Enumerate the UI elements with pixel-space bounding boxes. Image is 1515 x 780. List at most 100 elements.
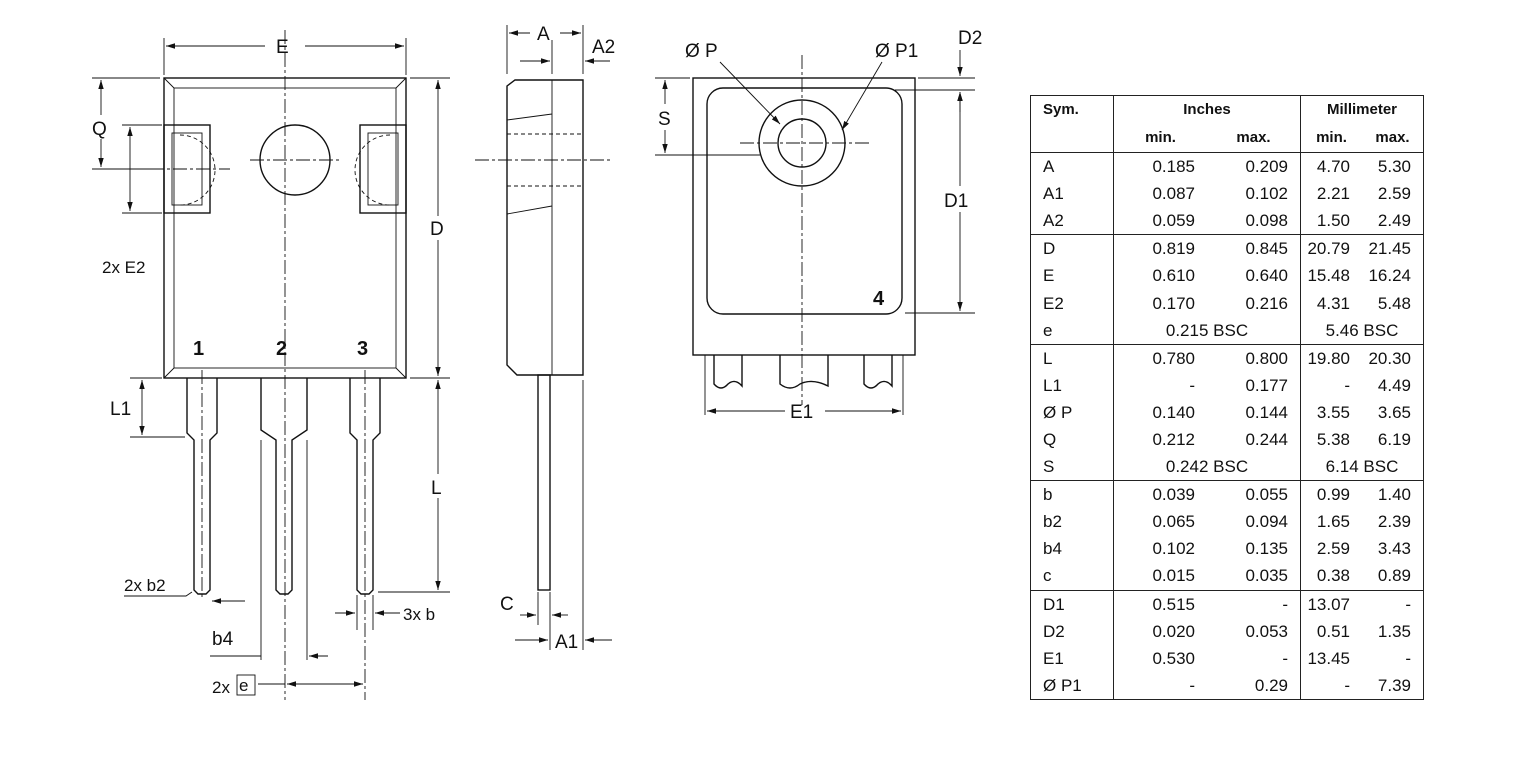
sym-cell: D bbox=[1030, 234, 1114, 263]
mm-max-cell: 5.48 bbox=[1377, 293, 1411, 313]
mm-max-cell: 0.89 bbox=[1377, 566, 1411, 586]
in-min-cell: 0.780 bbox=[1113, 343, 1207, 372]
header-mm-min: min. bbox=[1316, 129, 1347, 146]
in-min-cell: 0.087 bbox=[1152, 184, 1195, 204]
mm-min-cell: 4.70 bbox=[1300, 152, 1362, 181]
mm-min-cell: 2.59 bbox=[1316, 539, 1350, 559]
pin-2-label: 2 bbox=[276, 338, 287, 360]
pin-4-label: 4 bbox=[873, 288, 885, 310]
table-row: L1-0.177-4.49 bbox=[1030, 371, 1424, 399]
in-max-cell: 0.177 bbox=[1207, 371, 1301, 399]
in-min-cell: 0.170 bbox=[1152, 293, 1195, 313]
in-max-cell: 0.094 bbox=[1207, 508, 1301, 536]
dim-A1-label: A1 bbox=[555, 632, 578, 653]
mm-max-cell: 2.49 bbox=[1377, 211, 1411, 231]
mm-max-cell: 21.45 bbox=[1362, 234, 1424, 263]
in-min-cell: 0.015 bbox=[1152, 566, 1195, 586]
dim-E2-label: 2x E2 bbox=[102, 258, 145, 277]
in-max-cell: 0.102 bbox=[1207, 180, 1301, 208]
dim-L-label: L bbox=[431, 478, 442, 499]
in-max-cell: 0.640 bbox=[1207, 262, 1301, 290]
mm-min-cell: 19.80 bbox=[1300, 343, 1362, 372]
in-max-cell: 0.035 bbox=[1207, 562, 1301, 590]
mm-min-cell: 6.14 BSC bbox=[1325, 457, 1399, 477]
dimension-table: Sym. Inches Millimeter min. max. min. ma… bbox=[1030, 95, 1424, 700]
mm-max-cell: 1.35 bbox=[1377, 621, 1411, 641]
mm-min-cell: 5.46 BSC bbox=[1325, 320, 1399, 340]
mm-min-cell: 5.38 bbox=[1316, 429, 1350, 449]
header-inches: Inches bbox=[1113, 95, 1301, 124]
sym-cell: A1 bbox=[1030, 180, 1114, 208]
mm-min-cell: 0.99 bbox=[1300, 480, 1362, 509]
mm-min-cell: 1.65 bbox=[1316, 512, 1350, 532]
dim-C-label: C bbox=[500, 594, 514, 615]
header-mm-max: max. bbox=[1375, 129, 1410, 146]
in-min-cell: 0.185 bbox=[1113, 152, 1207, 181]
mm-max-cell: - bbox=[1362, 589, 1424, 618]
dim-e-label: e bbox=[239, 676, 248, 695]
mm-min-cell: 20.79 bbox=[1300, 234, 1362, 263]
side-view: A A2 C A1 bbox=[475, 24, 615, 653]
sym-cell: D1 bbox=[1030, 589, 1114, 618]
sym-cell: S bbox=[1030, 453, 1114, 481]
sym-cell: L1 bbox=[1030, 371, 1114, 399]
dim-P1-label: Ø P1 bbox=[875, 41, 918, 62]
back-view: E1 Ø P Ø P1 S D2 D1 4 bbox=[655, 28, 982, 423]
in-min-cell: 0.212 bbox=[1152, 429, 1195, 449]
in-min-cell: 0.102 bbox=[1152, 539, 1195, 559]
mm-max-cell: 2.59 bbox=[1377, 184, 1411, 204]
in-max-cell: 0.216 bbox=[1207, 289, 1301, 317]
in-min-cell: 0.610 bbox=[1152, 266, 1195, 286]
in-max-cell: 0.055 bbox=[1207, 480, 1301, 509]
in-min-cell: 0.140 bbox=[1152, 402, 1195, 422]
sym-cell: Q bbox=[1030, 425, 1114, 454]
header-sym: Sym. bbox=[1030, 95, 1114, 124]
mm-max-cell: - bbox=[1405, 648, 1411, 668]
dim-A2-label: A2 bbox=[592, 37, 615, 58]
mm-min-cell: 13.45 bbox=[1307, 648, 1350, 668]
sym-cell: D2 bbox=[1030, 617, 1114, 645]
mm-min-cell: 13.07 bbox=[1300, 589, 1362, 618]
header-in-min: min. bbox=[1145, 129, 1176, 146]
dim-D2-label: D2 bbox=[958, 28, 982, 49]
in-min-cell: 0.515 bbox=[1113, 589, 1207, 618]
in-min-cell: - bbox=[1189, 375, 1195, 395]
table-row: Ø P1-0.29-7.39 bbox=[1030, 671, 1424, 700]
mm-max-cell: 3.65 bbox=[1377, 402, 1411, 422]
mm-min-cell: - bbox=[1344, 375, 1350, 395]
in-min-cell: 0.065 bbox=[1152, 512, 1195, 532]
dim-S-label: S bbox=[658, 109, 671, 130]
dim-D-label: D bbox=[430, 219, 444, 240]
sym-cell: c bbox=[1030, 562, 1114, 590]
in-max-cell: 0.29 bbox=[1207, 671, 1301, 700]
dim-P-label: Ø P bbox=[685, 41, 718, 62]
sym-cell: b2 bbox=[1030, 508, 1114, 536]
sym-cell: Ø P1 bbox=[1030, 671, 1114, 700]
in-max-cell: 0.800 bbox=[1207, 343, 1301, 372]
sym-cell: E bbox=[1030, 262, 1114, 290]
in-max-cell: 0.098 bbox=[1207, 207, 1301, 235]
in-min-cell: 0.020 bbox=[1152, 621, 1195, 641]
mm-max-cell: 3.43 bbox=[1377, 539, 1411, 559]
dim-E1-label: E1 bbox=[790, 402, 813, 423]
dim-b2-label: 2x b2 bbox=[124, 576, 166, 595]
pin-3-label: 3 bbox=[357, 338, 368, 360]
in-max-cell: 0.144 bbox=[1207, 398, 1301, 426]
dim-E-label: E bbox=[276, 37, 289, 58]
sym-cell: E2 bbox=[1030, 289, 1114, 317]
sym-cell: E1 bbox=[1030, 644, 1114, 672]
sym-cell: A bbox=[1030, 152, 1114, 181]
